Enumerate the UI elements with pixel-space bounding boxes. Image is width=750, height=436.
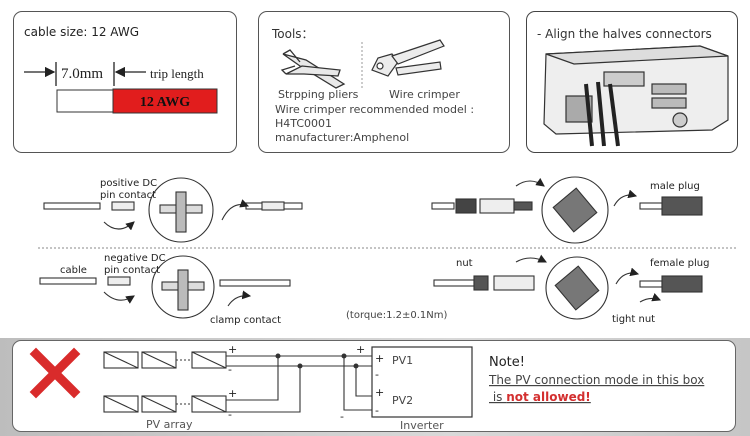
connector-cables <box>584 81 620 147</box>
pin-crimping-row-2 <box>39 255 291 319</box>
trip-length-label: trip length <box>150 66 204 81</box>
plus-sign: + <box>356 343 365 356</box>
wire-awg-label: 12 AWG <box>140 95 190 110</box>
minus-sign: - <box>340 410 344 423</box>
pv-array-modules <box>103 351 227 413</box>
torque-label: (torque:1.2±0.1Nm) <box>346 310 447 321</box>
align-connectors-title: - Align the halves connectors <box>537 27 712 41</box>
tools-panel <box>258 11 510 153</box>
strip-length-dimension <box>24 62 146 86</box>
manufacturer-label: manufacturer:Amphenol <box>275 131 409 144</box>
wire-crimper-icon <box>371 39 445 77</box>
note-title: Note! <box>489 355 525 370</box>
cable-label: cable <box>60 265 87 276</box>
pv-array-label: PV array <box>146 418 193 431</box>
inverter-housing-illustration <box>543 45 729 135</box>
male-plug-assembly-row <box>431 176 703 244</box>
cable-size-label: cable size: 12 AWG <box>24 25 140 39</box>
note-line-2-prefix: is <box>489 390 506 404</box>
minus-sign: - <box>228 408 232 421</box>
tight-nut-label: tight nut <box>612 314 655 325</box>
not-allowed-cross-icon <box>29 347 81 399</box>
clamp-contact-label: clamp contact <box>210 315 281 326</box>
cable-spec-panel <box>13 11 237 153</box>
note-line-1: The PV connection mode in this box <box>488 373 704 387</box>
female-plug-label: female plug <box>650 258 709 269</box>
tools-title: Tools： <box>271 27 314 41</box>
pv-wiring <box>226 353 372 413</box>
stripping-pliers-icon <box>280 49 346 89</box>
positive-dc-label-2: pin contact <box>100 190 156 201</box>
not-allowed-emphasis: not allowed! <box>506 390 591 404</box>
inverter-box <box>371 346 473 418</box>
minus-sign: - <box>375 404 379 417</box>
male-plug-label: male plug <box>650 181 700 192</box>
crimper-model: H4TC0001 <box>275 117 332 130</box>
plus-sign: + <box>228 387 237 400</box>
plus-sign: + <box>375 352 384 365</box>
recommended-model-label: Wire crimper recommended model : <box>275 103 474 116</box>
negative-dc-label-1: negative DC <box>104 253 166 264</box>
strip-length-value: 7.0mm <box>61 66 103 82</box>
stripped-conductor <box>56 89 114 113</box>
wire-insulation <box>112 88 218 114</box>
pv1-label: PV1 <box>392 354 413 367</box>
minus-sign: - <box>228 363 232 376</box>
plus-sign: + <box>375 386 384 399</box>
negative-dc-label-2: pin contact <box>104 265 160 276</box>
pv2-label: PV2 <box>392 394 413 407</box>
note-line-2: is not allowed! <box>489 390 591 404</box>
inverter-label: Inverter <box>400 419 444 432</box>
female-plug-assembly-row <box>433 254 703 320</box>
positive-dc-label-1: positive DC <box>100 178 157 189</box>
stripping-pliers-label: Strpping pliers <box>278 88 359 101</box>
minus-sign: - <box>375 368 379 381</box>
nut-label: nut <box>456 258 473 269</box>
plus-sign: + <box>228 343 237 356</box>
pin-crimping-row-1 <box>43 177 303 243</box>
wire-crimper-label: Wire crimper <box>389 88 460 101</box>
